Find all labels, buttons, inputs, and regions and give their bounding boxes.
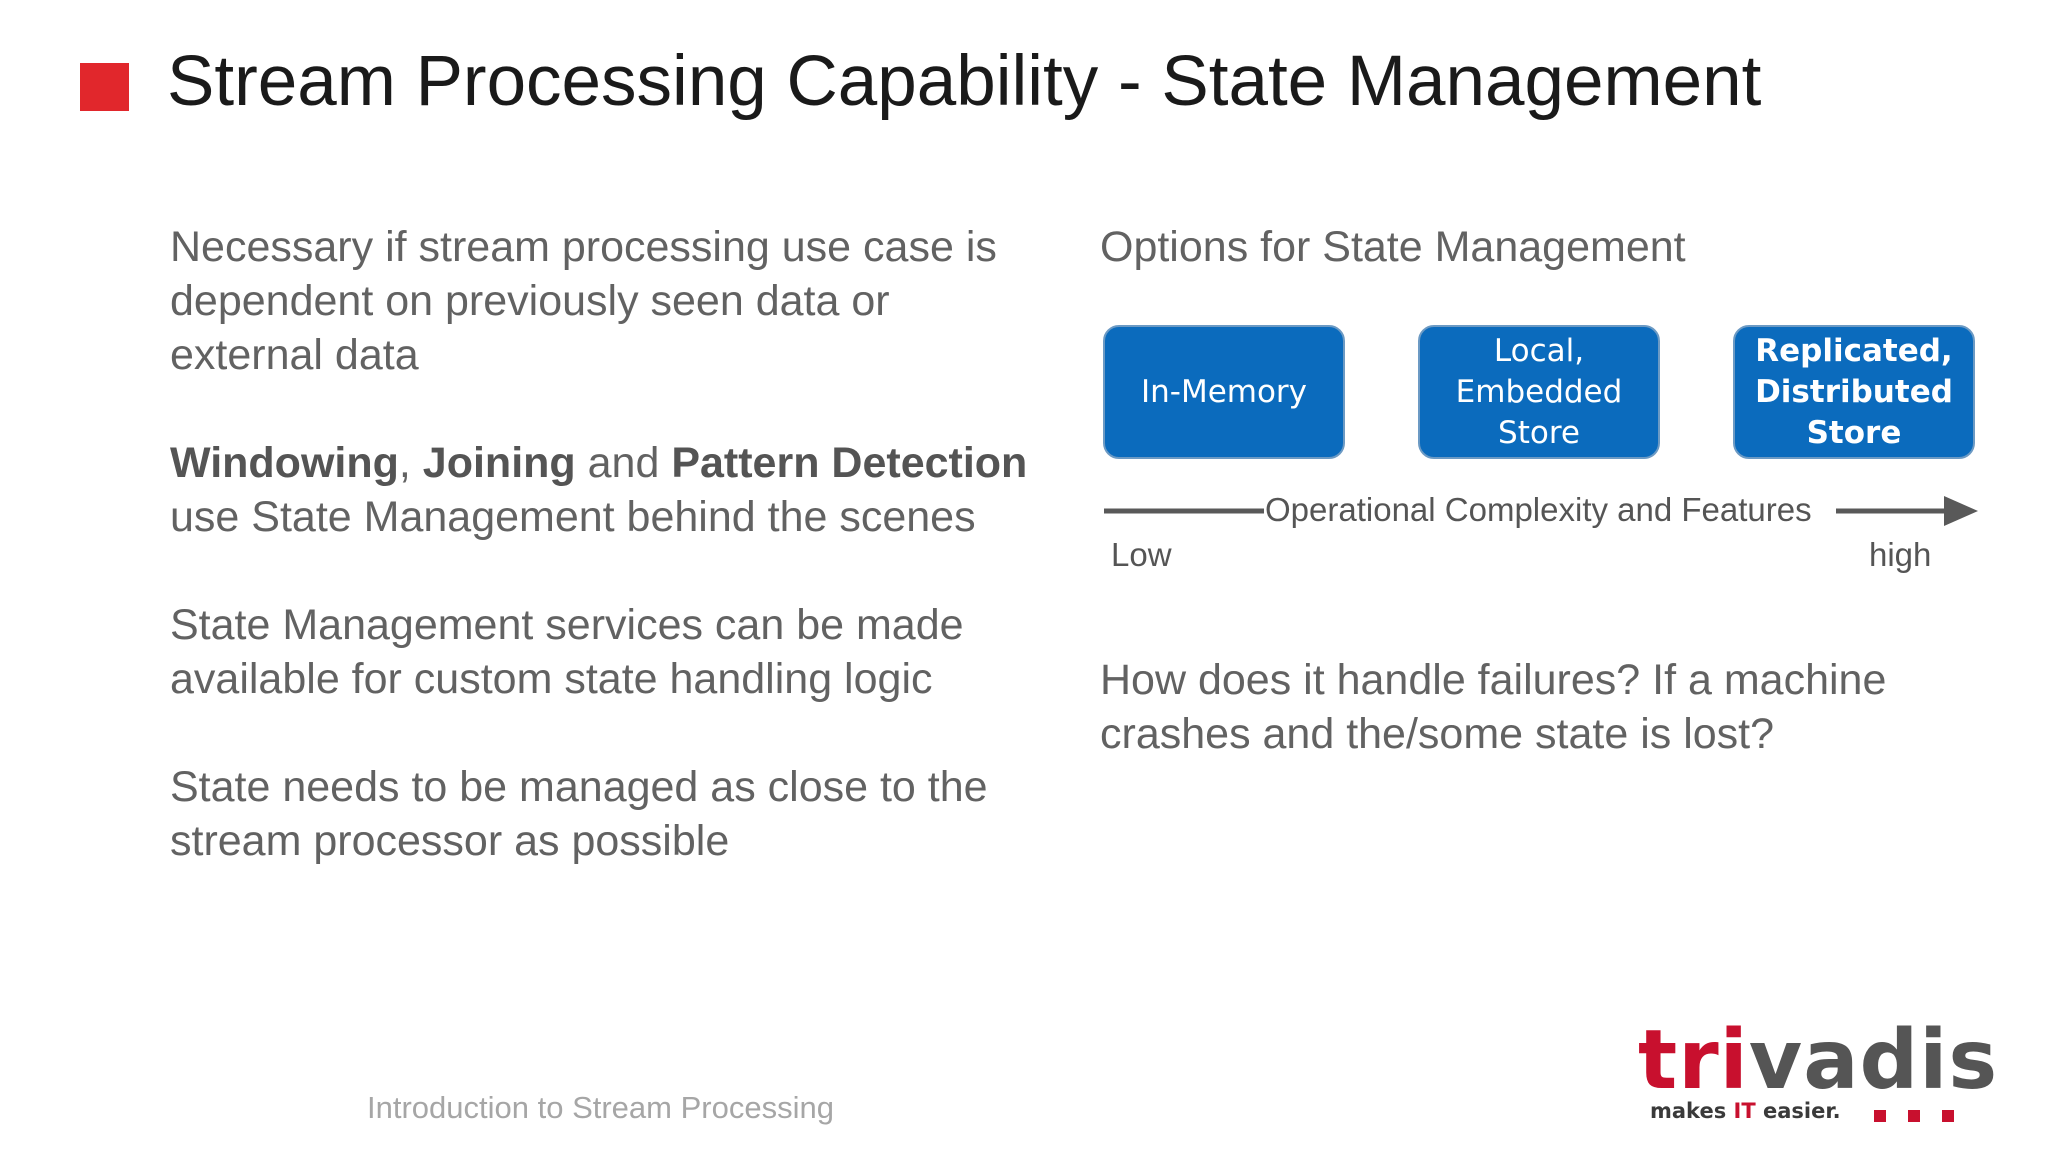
left-point-2-bold-windowing: Windowing	[170, 439, 399, 487]
left-point-2-bold-joining: Joining	[422, 439, 576, 487]
left-point-2-text-comma: ,	[398, 439, 423, 487]
left-point-1: Necessary if stream processing use case …	[170, 223, 997, 379]
left-point-2-bold-pattern-detection: Pattern Detection	[671, 439, 1028, 487]
logo-tagline-post: easier.	[1755, 1099, 1841, 1123]
left-point-3: State Management services can be made av…	[170, 601, 964, 703]
axis-high-label: high	[1869, 536, 1932, 573]
logo-dot	[1874, 1110, 1886, 1122]
footer-title: Introduction to Stream Processing	[367, 1090, 834, 1125]
left-point-2-text-rest: use State Management behind the scenes	[170, 493, 976, 541]
title-marker-square	[80, 63, 129, 111]
complexity-axis-arrow	[1104, 496, 1978, 526]
options-heading: Options for State Management	[1100, 223, 1686, 271]
failure-question: How does it handle failures? If a machin…	[1100, 656, 1887, 758]
logo-dots	[1874, 1110, 1954, 1122]
logo-dot	[1908, 1110, 1920, 1122]
logo-dot	[1942, 1110, 1954, 1122]
slide-title: Stream Processing Capability - State Man…	[167, 42, 1762, 121]
logo-tagline: makes IT easier.	[1650, 1098, 1841, 1124]
logo-wordmark-red: tri	[1638, 1013, 1749, 1108]
option-in-memory: In-Memory	[1103, 325, 1345, 459]
axis-arrowhead-icon	[1944, 496, 1978, 526]
axis-low-label: Low	[1111, 536, 1172, 573]
option-local-embedded-store: Local, Embedded Store	[1418, 325, 1660, 459]
option-replicated-distributed-store: Replicated, Distributed Store	[1733, 325, 1975, 459]
left-point-2-text-and: and	[575, 439, 672, 487]
logo-wordmark-gray: vadis	[1748, 1013, 1999, 1108]
logo-tagline-pre: makes	[1650, 1099, 1734, 1123]
trivadis-logo: trivadis makes IT easier.	[1638, 1016, 1997, 1126]
logo-tagline-accent: IT	[1733, 1099, 1756, 1123]
axis-label: Operational Complexity and Features	[1265, 491, 1812, 528]
left-point-4: State needs to be managed as close to th…	[170, 763, 988, 865]
logo-wordmark: trivadis	[1638, 1016, 1998, 1106]
left-point-2: Windowing, Joining and Pattern Detection…	[170, 436, 1050, 544]
left-column: Necessary if stream processing use case …	[170, 220, 1050, 922]
